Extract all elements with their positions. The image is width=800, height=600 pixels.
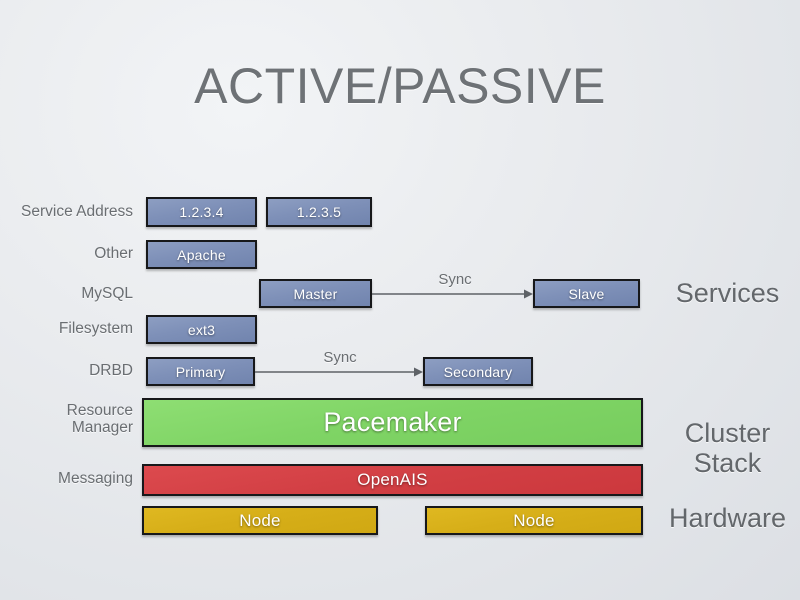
- page-title: ACTIVE/PASSIVE: [194, 58, 606, 114]
- arrow-label-mysql-sync: Sync: [438, 271, 472, 288]
- bar-messaging-openais[interactable]: OpenAIS: [142, 464, 643, 496]
- box-drbd-primary[interactable]: Primary: [146, 357, 255, 386]
- group-label-services: Services: [675, 278, 780, 308]
- group-label-cluster-stack: Cluster Stack: [655, 418, 800, 478]
- box-service-address-active[interactable]: 1.2.3.4: [146, 197, 257, 227]
- box-filesystem-ext3[interactable]: ext3: [146, 315, 257, 344]
- row-label-resource-manager-line1: Resource: [66, 402, 133, 419]
- row-label-resource-manager-line2: Manager: [71, 419, 133, 436]
- box-other-apache[interactable]: Apache: [146, 240, 257, 269]
- row-label-messaging: Messaging: [58, 470, 133, 487]
- box-service-address-passive[interactable]: 1.2.3.5: [266, 197, 372, 227]
- arrow-drbd-sync: [255, 367, 423, 377]
- row-label-other: Other: [94, 245, 133, 262]
- arrow-mysql-sync: [372, 289, 533, 299]
- box-drbd-secondary[interactable]: Secondary: [423, 357, 533, 386]
- group-label-hardware: Hardware: [668, 503, 787, 533]
- row-label-filesystem: Filesystem: [58, 320, 133, 337]
- group-label-cluster-stack-line1: Cluster: [684, 418, 771, 448]
- row-label-drbd: DRBD: [89, 362, 133, 379]
- box-mysql-slave[interactable]: Slave: [533, 279, 640, 308]
- row-label-mysql: MySQL: [81, 285, 133, 302]
- group-label-cluster-stack-line2: Stack: [693, 448, 762, 478]
- row-label-service-address: Service Address: [21, 203, 133, 220]
- bar-hardware-node-right[interactable]: Node: [425, 506, 643, 535]
- row-label-resource-manager: Resource Manager: [0, 402, 133, 436]
- bar-resource-manager-pacemaker[interactable]: Pacemaker: [142, 398, 643, 447]
- bar-hardware-node-left[interactable]: Node: [142, 506, 378, 535]
- arrow-label-drbd-sync: Sync: [323, 349, 357, 366]
- box-mysql-master[interactable]: Master: [259, 279, 372, 308]
